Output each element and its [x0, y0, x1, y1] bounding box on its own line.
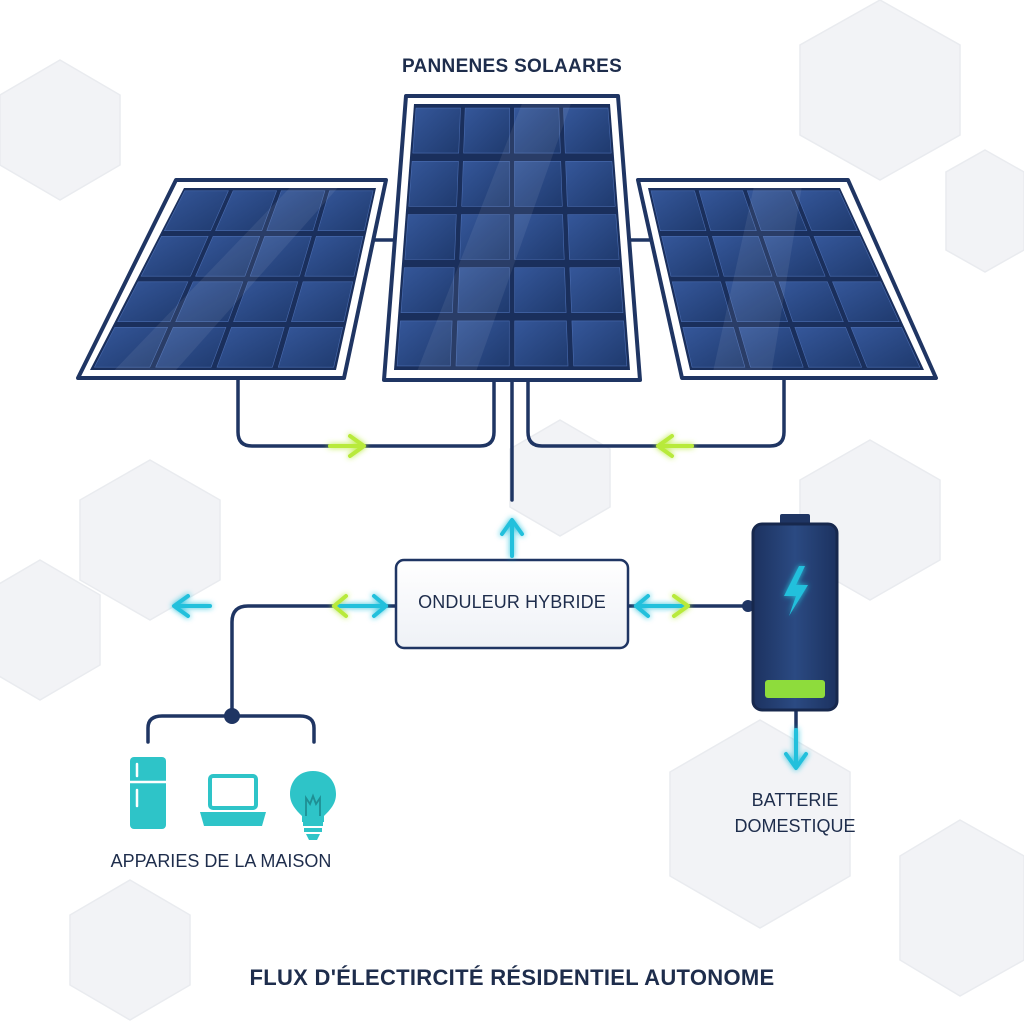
panel-sheen — [713, 188, 802, 370]
solar-panel-center — [382, 94, 642, 382]
solar-cell — [514, 267, 567, 314]
solar-cell — [291, 281, 354, 323]
solar-cell — [565, 161, 616, 207]
flow-arrows — [172, 434, 808, 770]
solar-cell — [175, 281, 244, 323]
arrow-bidirectional-left — [332, 594, 388, 618]
solar-cell — [746, 190, 808, 231]
solar-cell — [396, 320, 453, 367]
solar-cell — [698, 190, 757, 231]
solar-cell — [215, 190, 278, 231]
solar-panel-right — [636, 178, 938, 380]
solar-cell — [682, 326, 746, 368]
refrigerator-icon — [130, 757, 166, 829]
solar-cell — [563, 107, 612, 154]
solar-cell — [778, 281, 844, 323]
solar-cell — [155, 326, 227, 368]
arrow-right-lime — [328, 434, 366, 458]
arrow-up-cyan — [500, 518, 524, 558]
solar-cell — [266, 190, 326, 231]
solar-cell — [459, 214, 510, 260]
inverter-label: ONDULEUR HYBRIDE — [418, 592, 606, 612]
solar-cell — [571, 320, 628, 367]
battery-icon — [751, 514, 839, 712]
inverter-box — [394, 558, 630, 650]
solar-cell — [277, 326, 343, 368]
solar-cell — [404, 214, 457, 260]
solar-cell — [795, 190, 858, 231]
solar-cell — [813, 236, 879, 277]
solar-cell — [794, 326, 863, 368]
solar-cell — [304, 236, 364, 277]
solar-cell — [671, 281, 733, 323]
solar-cell — [317, 190, 374, 231]
solar-panels-label: PANNENES SOLAARES — [401, 56, 623, 77]
solar-cell — [117, 281, 189, 323]
light-bulb-icon — [290, 771, 336, 840]
solar-cell — [455, 320, 510, 367]
solar-cell — [412, 107, 461, 154]
battery-terminal — [742, 600, 754, 612]
lightning-bolt-icon — [784, 566, 808, 616]
solar-cell — [832, 281, 900, 323]
diagram-caption: FLUX D'ÉLECTIRCITÉ RÉSIDENTIEL AUTONOME — [249, 965, 775, 990]
solar-cell — [93, 326, 169, 368]
laptop-icon — [200, 774, 266, 826]
solar-cell — [400, 267, 455, 314]
solar-cell — [514, 214, 565, 260]
solar-cell — [850, 326, 921, 368]
arrow-left-cyan — [172, 594, 212, 618]
solar-cell — [567, 214, 620, 260]
appliances-label: APPARIES DE LA MAISON — [110, 851, 332, 871]
solar-panel-left — [76, 178, 388, 380]
solar-cell — [461, 161, 510, 207]
solar-cell — [712, 236, 773, 277]
solar-cell — [233, 281, 299, 323]
solar-cell — [762, 236, 826, 277]
solar-cell — [195, 236, 261, 277]
solar-cell — [514, 161, 563, 207]
solar-cell — [457, 267, 510, 314]
solar-cell — [408, 161, 459, 207]
solar-cell — [249, 236, 312, 277]
panel-sheen — [417, 104, 571, 370]
panel-sheen — [114, 188, 338, 370]
solar-cell — [569, 267, 624, 314]
solar-cell — [725, 281, 789, 323]
solar-cell — [514, 107, 561, 154]
solar-cell — [140, 236, 209, 277]
solar-cell — [163, 190, 229, 231]
solar-cell — [463, 107, 510, 154]
solar-cell — [661, 236, 720, 277]
solar-cell — [514, 320, 569, 367]
arrow-bidirectional-right — [634, 594, 690, 618]
solar-cell — [738, 326, 804, 368]
battery-label: BATTERIE DOMESTIQUE — [734, 790, 856, 836]
arrow-left-lime — [656, 434, 694, 458]
arrow-down-cyan — [784, 728, 808, 770]
solar-cell — [650, 190, 707, 231]
solar-cell — [216, 326, 285, 368]
junction-node — [224, 708, 240, 724]
